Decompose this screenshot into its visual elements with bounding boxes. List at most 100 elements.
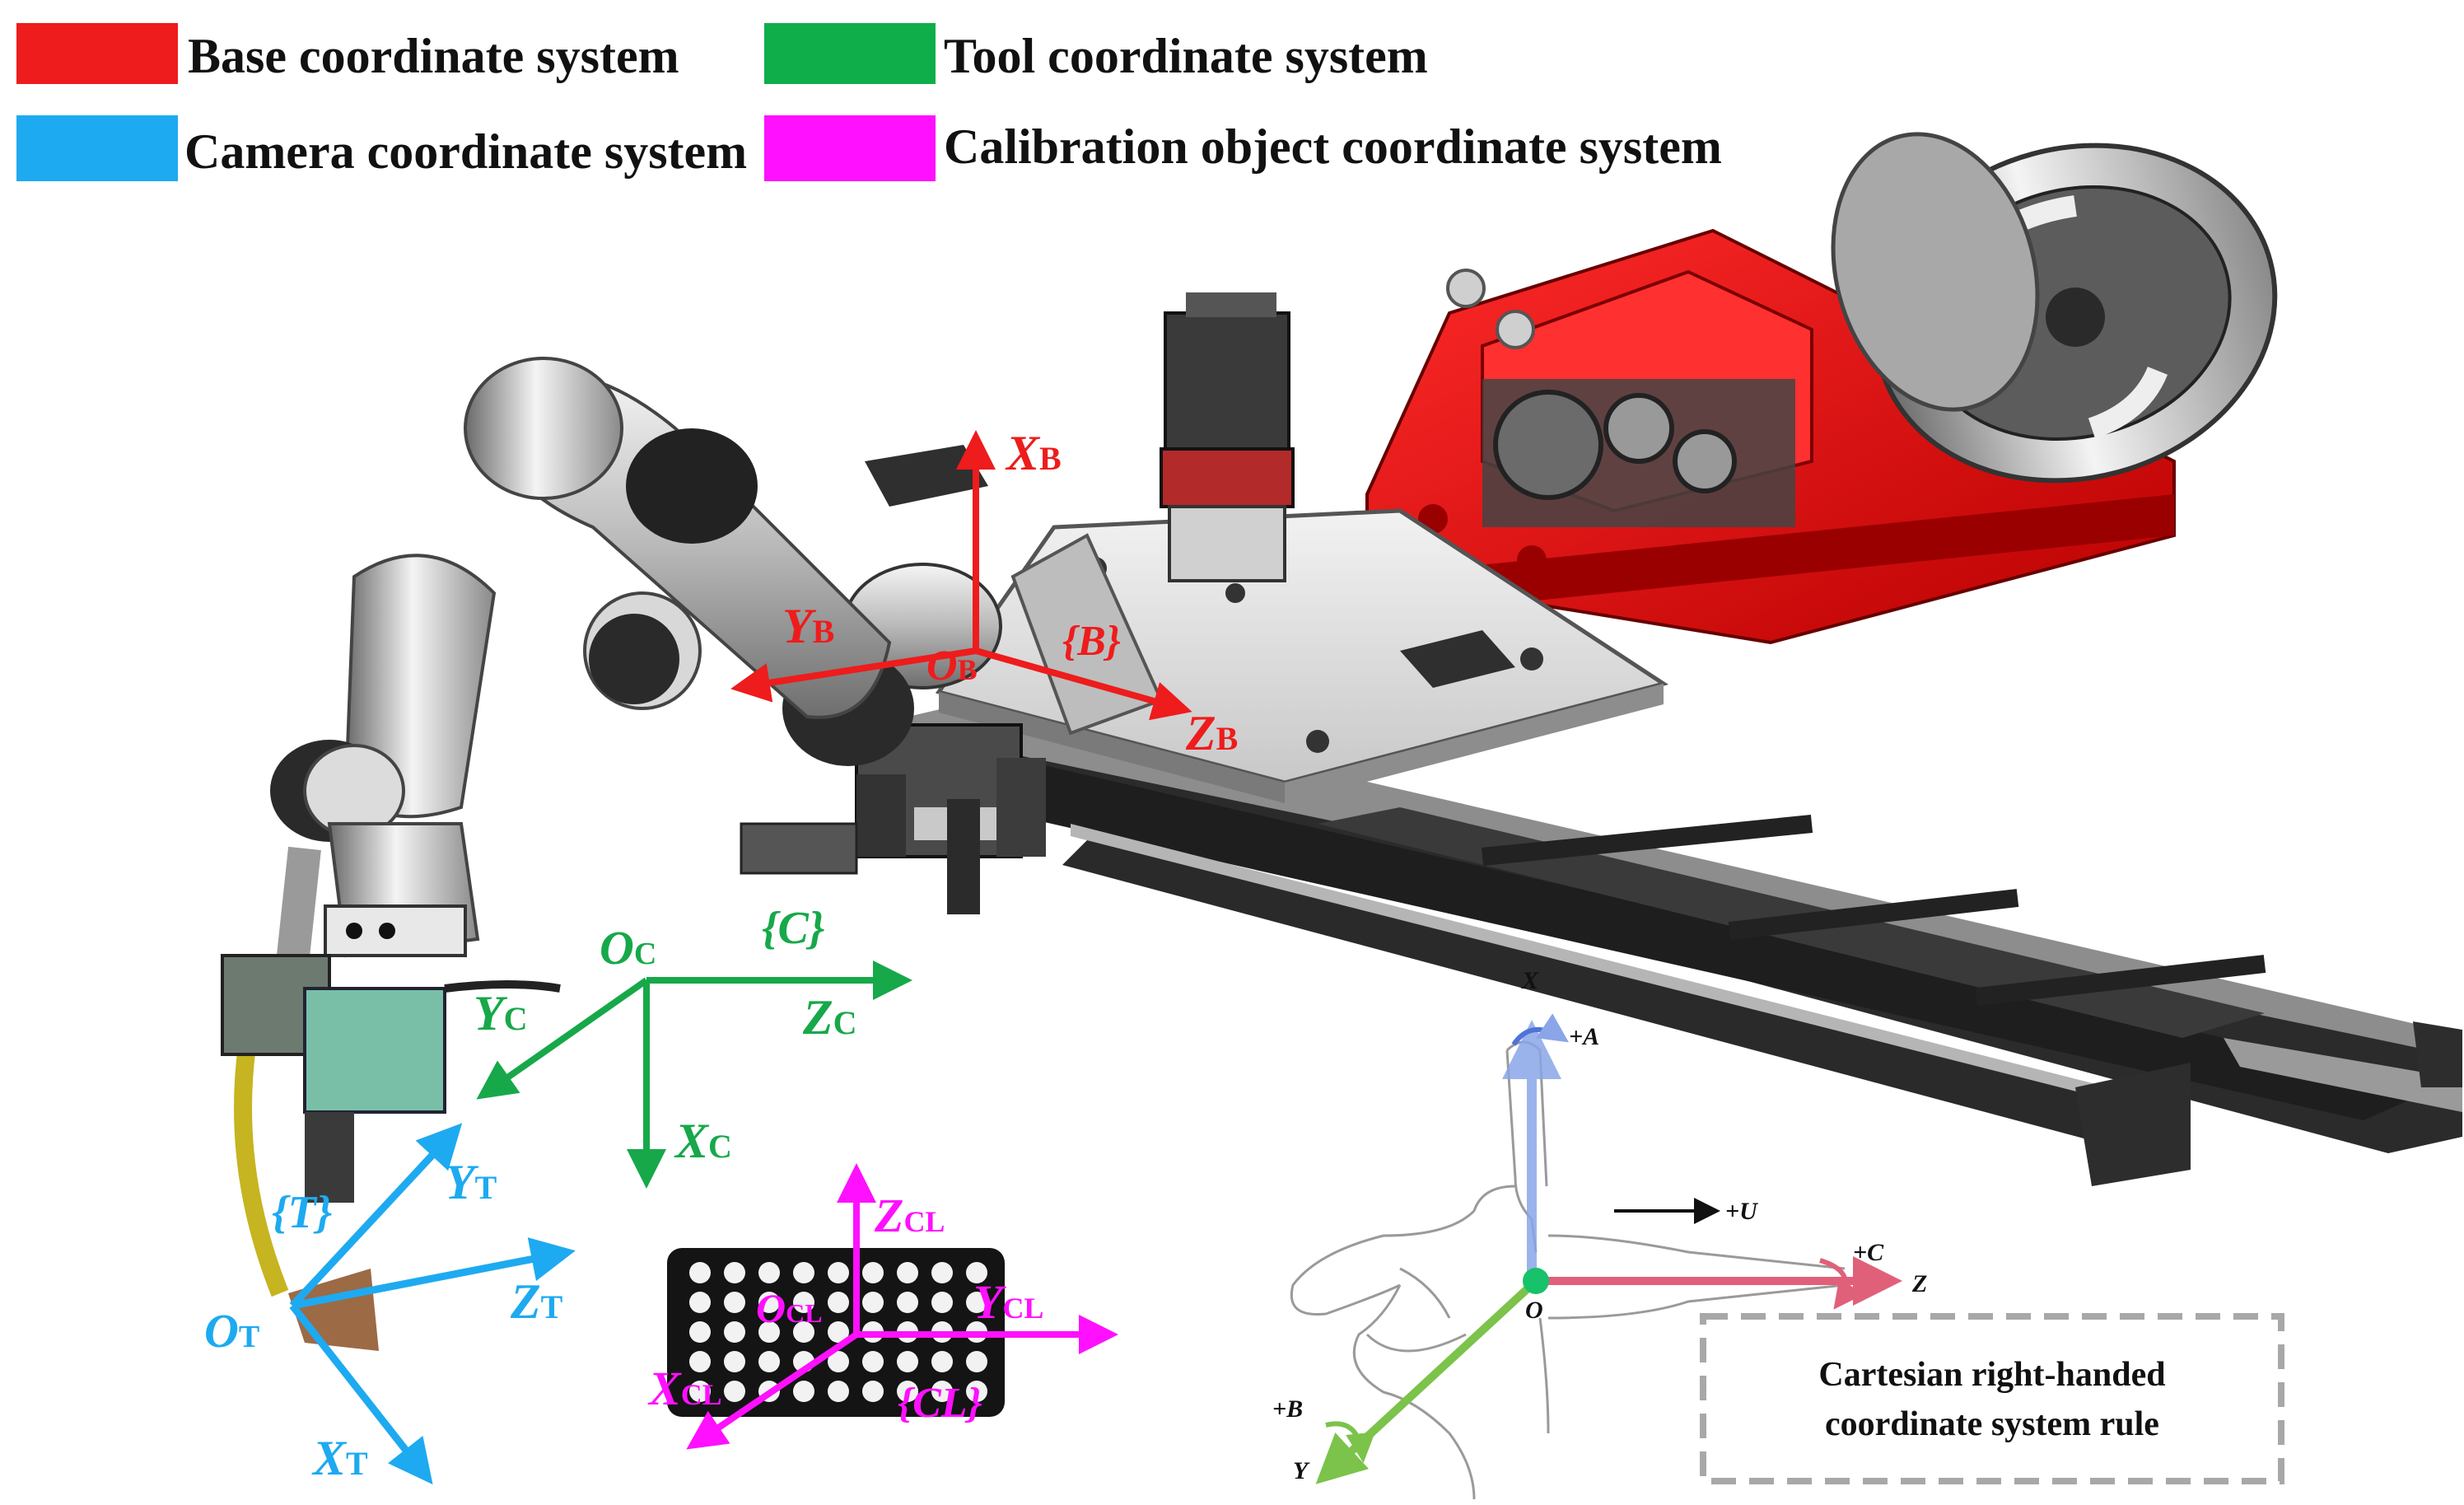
calibration-dot [793,1381,814,1402]
calibration-dot [828,1262,849,1283]
calibration-frame: ZCL OCL YCL XCL {CL} [647,1163,1118,1450]
legend-item-calibration: Calibration object coordinate system [764,115,1722,181]
calibration-dot [897,1351,918,1372]
hand-z-label: Z [1911,1270,1927,1297]
tool-origin-label: OT [204,1304,259,1358]
tool-z-axis [292,1237,576,1310]
calibration-dot [862,1351,884,1372]
tool-frame: {T} YT ZT OT XT [204,1123,576,1485]
hand-a-label: +A [1569,1023,1599,1050]
hand-c-rotation-arrow [1819,1258,1864,1310]
calibration-dot [828,1381,849,1402]
tool-x-axis [289,1303,433,1485]
legend-item-tool: Tool coordinate system [764,23,1428,84]
hand-origin-label: O [1525,1297,1543,1324]
calibration-dot [689,1262,711,1283]
calibration-dot [897,1381,918,1402]
legend-item-base: Base coordinate system [16,23,679,84]
calibration-dot [758,1321,780,1343]
calibration-origin-label: OCL [756,1285,823,1331]
hand-rule-caption-box [1700,1313,2284,1484]
hand-b-rotation-arrow [1325,1421,1375,1463]
calibration-dot [862,1381,884,1402]
calibration-dot [689,1292,711,1313]
hand-b-label: +B [1272,1395,1303,1423]
calibration-y-label: YCL [973,1275,1043,1329]
calibration-dot [897,1292,918,1313]
calibration-dot [724,1262,745,1283]
calibration-x-label: XCL [647,1362,722,1415]
legend-swatch-camera [16,115,178,181]
calibration-dot [828,1321,849,1343]
base-y-axis [730,647,977,703]
calibration-dot [689,1381,711,1402]
base-set-label: {B} [1062,618,1121,665]
right-hand-rule: X +A Z +C +B Y O +U Cartesian right-hand… [1272,967,2284,1500]
calibration-dot [793,1262,814,1283]
calibration-dot [828,1351,849,1372]
calibration-dot [862,1292,884,1313]
hand-y-axis [1315,1278,1539,1484]
calibration-dot [793,1292,814,1313]
tool-x-label: XT [311,1431,368,1485]
calibration-dot [931,1351,953,1372]
calibration-set-label: {CL} [898,1380,982,1427]
calibration-dot [897,1262,918,1283]
base-z-label: ZB [1185,706,1238,760]
calibration-dot [966,1262,987,1283]
calibration-dot [862,1262,884,1283]
tool-y-axis [289,1123,463,1309]
camera-z-label: ZC [802,990,857,1045]
legend-label-base: Base coordinate system [188,29,679,83]
base-origin-label: OB [926,643,978,689]
calibration-dot [758,1292,780,1313]
calibration-dot [931,1381,953,1402]
camera-frame: OC {C} ZC YC XC [474,903,912,1189]
carriage-plate [740,292,1669,914]
hand-rule-caption-line2: coordinate system rule [1825,1405,2159,1443]
tool-set-label: {T} [272,1187,332,1238]
calibration-dot [758,1351,780,1372]
legend-label-tool: Tool coordinate system [944,29,1428,83]
calibration-x-axis [686,1331,859,1450]
camera-y-axis [476,977,649,1100]
hand-c-label: +C [1853,1239,1884,1266]
calibration-dot [689,1321,711,1343]
calibration-dot [966,1351,987,1372]
calibration-dot [966,1292,987,1313]
calibration-board [667,1248,1005,1417]
calibration-dot [689,1351,711,1372]
linear-rail [856,696,2462,1186]
calibration-dot [966,1381,987,1402]
calibration-dot [724,1381,745,1402]
camera-origin-label: OC [600,921,656,975]
calibration-dot [758,1262,780,1283]
legend-label-calibration: Calibration object coordinate system [944,119,1722,174]
legend-swatch-base [16,23,178,84]
legend-swatch-tool [764,23,936,84]
legend-label-camera: Camera coordinate system [184,124,747,179]
hand-x-label: X [1521,967,1539,994]
calibration-z-label: ZCL [874,1189,945,1242]
hand-u-label: +U [1725,1198,1758,1225]
calibration-dot [724,1351,745,1372]
calibration-dot [724,1292,745,1313]
calibration-dot [931,1262,953,1283]
base-x-label: XB [1005,426,1062,480]
camera-set-label: {C} [762,903,824,954]
calibration-dot [793,1321,814,1343]
hand-a-rotation-arrow [1511,1013,1569,1046]
legend: Base coordinate system Tool coordinate s… [16,23,1722,181]
hand-y-label: Y [1293,1457,1310,1484]
base-z-axis [974,647,1192,721]
camera-x-label: XC [674,1114,732,1168]
hand-rule-caption-line1: Cartesian right-handed [1818,1356,2165,1394]
calibration-dot [931,1292,953,1313]
base-frame: XB YB ZB OB {B} [730,426,1238,760]
wire-feeder [1365,132,2278,645]
base-y-label: YB [782,599,834,653]
tool-z-label: ZT [510,1274,563,1329]
camera-y-label: YC [474,986,528,1040]
